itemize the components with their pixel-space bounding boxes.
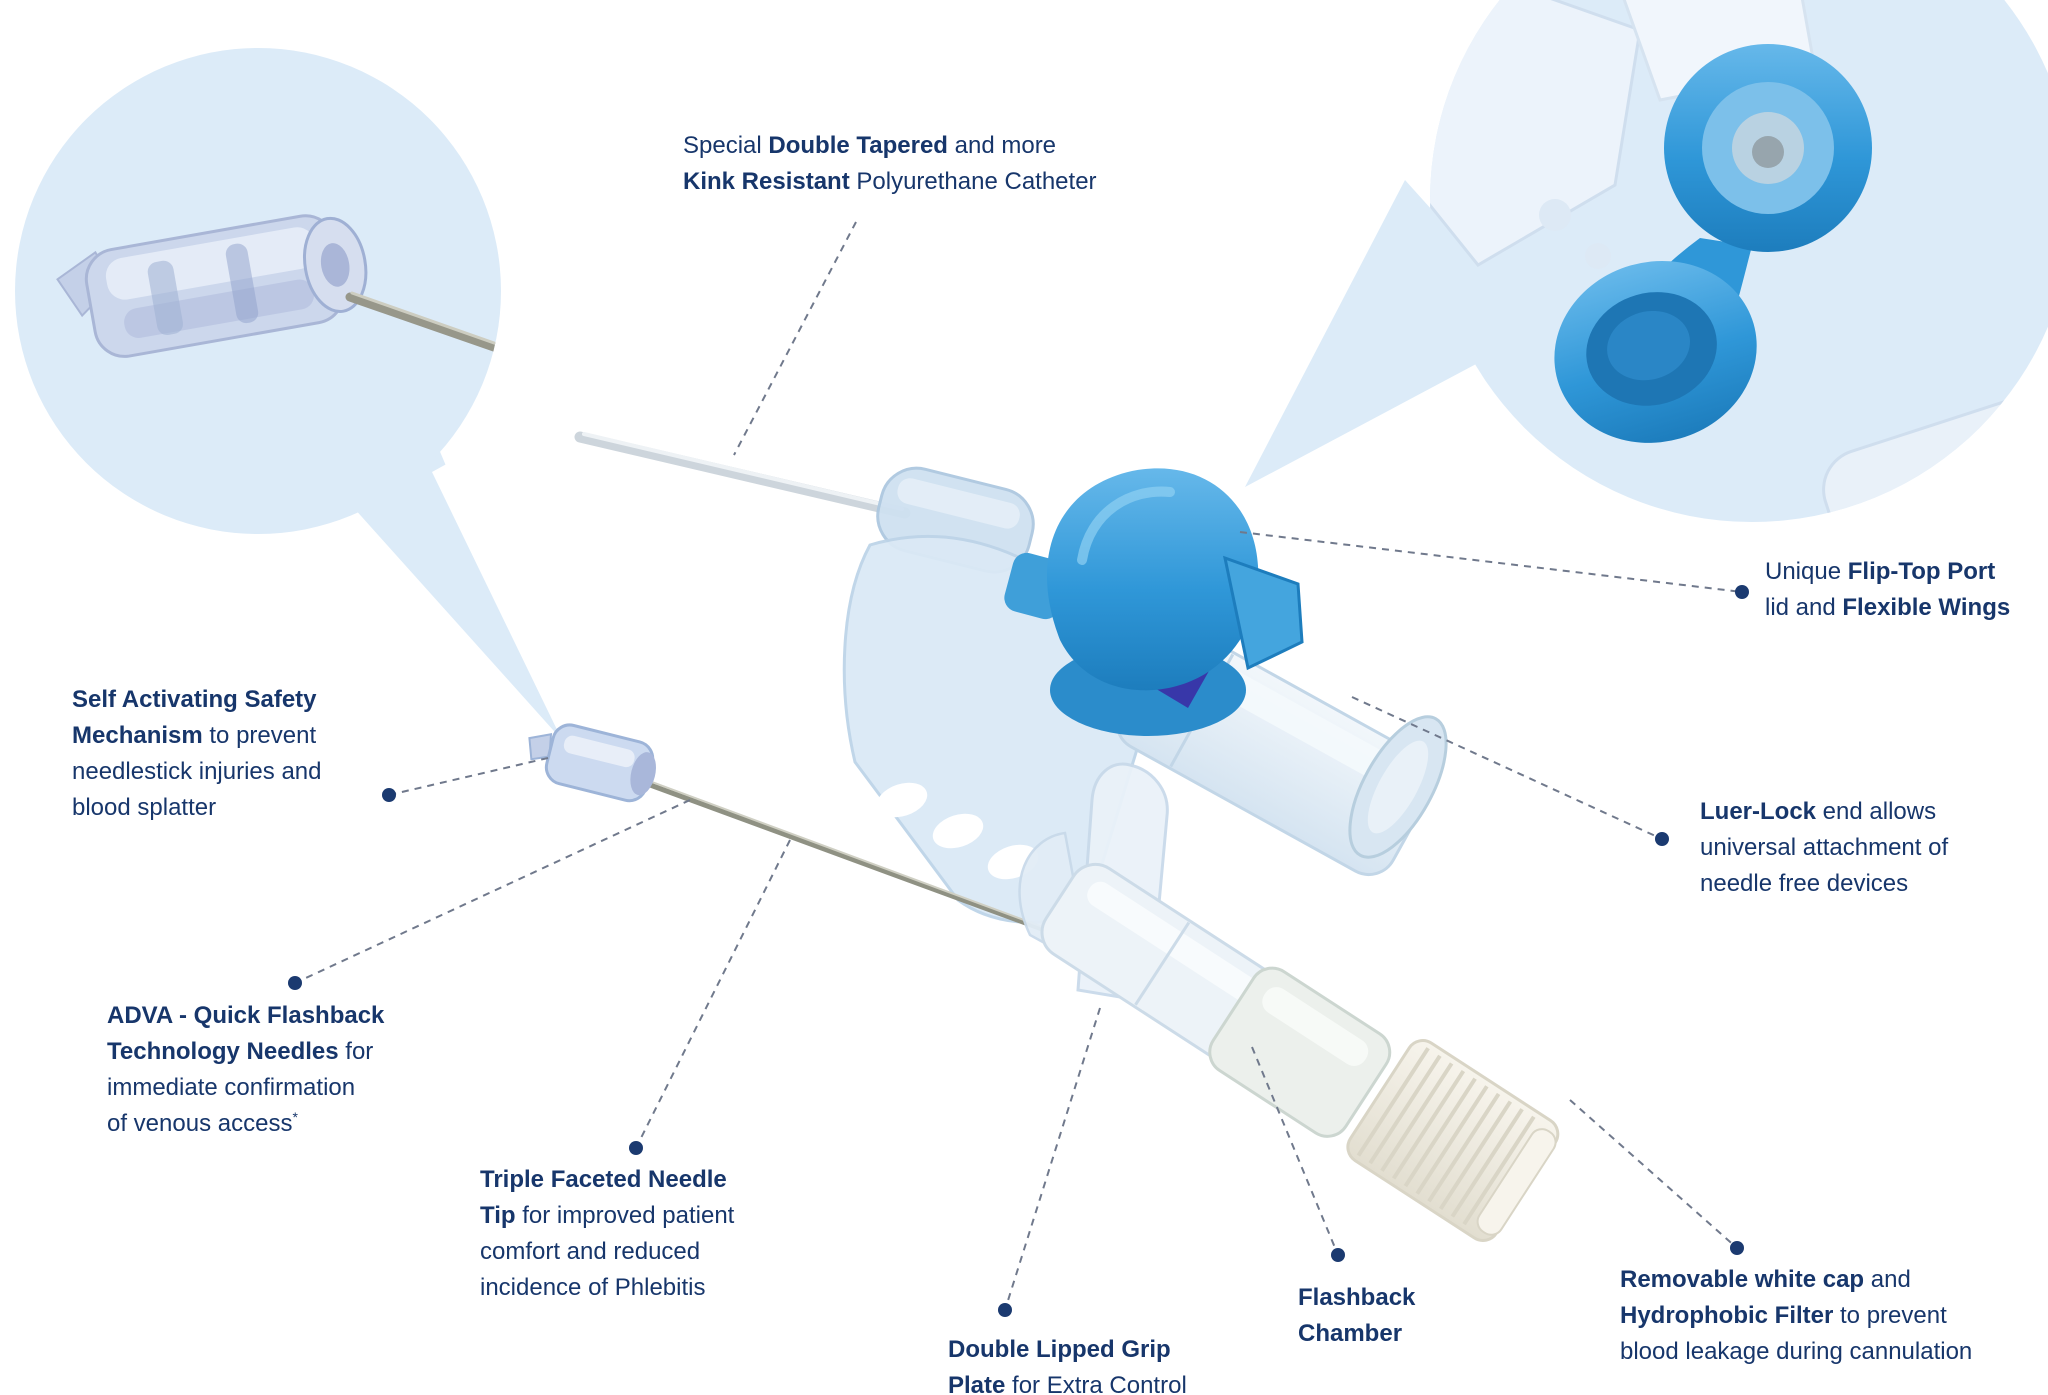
inset-left-tail-notch bbox=[432, 450, 562, 740]
removable-cap-leader-line bbox=[1569, 1099, 1738, 1249]
adva-needles-leader-line bbox=[294, 799, 691, 984]
grip-plate-leader-dot bbox=[998, 1303, 1012, 1317]
inset-left-tail bbox=[318, 428, 562, 740]
removable-cap-leader-dot bbox=[1730, 1241, 1744, 1255]
flip-top-cap bbox=[1004, 468, 1304, 736]
wing-hole bbox=[876, 782, 928, 818]
white-cap bbox=[1346, 1039, 1560, 1243]
needle-shaft bbox=[641, 779, 1051, 935]
catheter-leader-line bbox=[733, 221, 857, 456]
adva-needles-leader-dot bbox=[288, 976, 302, 990]
flashback-chamber-part bbox=[1208, 966, 1392, 1138]
safety-mechanism-inset bbox=[15, 48, 562, 740]
catheter-device-illustration bbox=[574, 431, 1448, 924]
needle-device-illustration bbox=[528, 723, 1560, 1243]
flip-top-port-leader-dot bbox=[1735, 585, 1749, 599]
triple-faceted-tip-leader-dot bbox=[629, 1141, 643, 1155]
luer-lock-leader-line bbox=[1351, 696, 1663, 840]
luer-lock-leader-dot bbox=[1655, 832, 1669, 846]
safety-mechanism-photo bbox=[56, 214, 501, 359]
wing-hole bbox=[932, 813, 984, 849]
self-activating-safety-leader-dot bbox=[382, 788, 396, 802]
self-activating-safety-leader-line bbox=[388, 757, 549, 796]
triple-faceted-tip-leader-line bbox=[635, 839, 791, 1149]
flashback-chamber-leader-line bbox=[1251, 1046, 1339, 1256]
safety-clip bbox=[528, 723, 656, 803]
catheter-tube bbox=[574, 431, 911, 519]
flashback-chamber-leader-dot bbox=[1331, 1248, 1345, 1262]
flip-top-inset bbox=[1245, 0, 2048, 522]
leader-lines bbox=[288, 221, 1749, 1317]
flip-top-port-leader-line bbox=[1239, 531, 1743, 593]
grip-plate-leader-line bbox=[1004, 1007, 1101, 1311]
